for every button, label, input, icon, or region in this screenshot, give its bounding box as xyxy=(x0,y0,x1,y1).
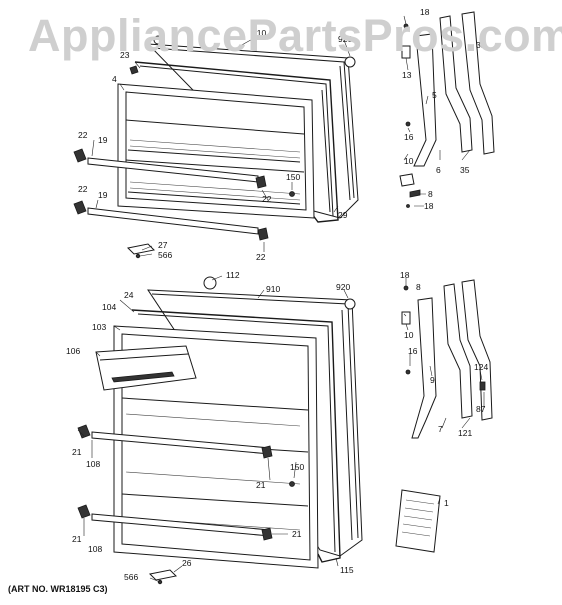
callout-label: 121 xyxy=(458,428,472,438)
callout-label: 13 xyxy=(402,70,412,80)
callout-label: 103 xyxy=(92,322,106,332)
callout-label: 920 xyxy=(336,282,350,292)
callout-label: 7 xyxy=(438,424,443,434)
callout-label: 4 xyxy=(112,74,117,84)
callout-label: 566 xyxy=(158,250,172,260)
callout-label: 150 xyxy=(290,462,304,472)
fresh-food-door-gasket xyxy=(131,309,341,563)
freezer-hinge-parts xyxy=(399,11,495,208)
freezer-shelf-bar-lower xyxy=(87,207,259,235)
fresh-food-hinge-parts xyxy=(395,279,493,553)
callouts-bottom: 112 18 8 24 910 920 104 103 10 106 16 12… xyxy=(66,270,488,582)
callout-label: 18 xyxy=(420,7,430,17)
callout-label: 19 xyxy=(98,135,108,145)
freezer-door-gasket xyxy=(134,61,339,223)
callout-label: 910 xyxy=(266,284,280,294)
callout-label: 1 xyxy=(444,498,449,508)
callout-label: 16 xyxy=(408,346,418,356)
callout-label: 10 xyxy=(404,330,414,340)
callout-label: 566 xyxy=(124,572,138,582)
callout-label: 10 xyxy=(404,156,414,166)
callout-label: 35 xyxy=(460,165,470,175)
callout-label: 35 xyxy=(476,40,486,50)
callout-label: 18 xyxy=(400,270,410,280)
callout-label: 21 xyxy=(72,534,82,544)
callout-label: 16 xyxy=(404,132,414,142)
callout-label: 87 xyxy=(476,404,486,414)
freezer-hinge-bracket xyxy=(413,33,437,167)
fresh-food-door-assembly xyxy=(77,276,363,585)
callout-label: 9 xyxy=(430,375,435,385)
callout-label: 24 xyxy=(124,290,134,300)
callout-label: 124 xyxy=(474,362,488,372)
callout-label: 21 xyxy=(292,529,302,539)
callouts-top: 18 920 910 23 35 4 13 5 22 19 10 6 35 15… xyxy=(78,7,486,262)
callout-label: 108 xyxy=(88,544,102,554)
art-number: (ART NO. WR18195 C3) xyxy=(8,584,108,594)
callout-label: 19 xyxy=(98,190,108,200)
callout-label: 21 xyxy=(72,447,82,457)
callout-label: 104 xyxy=(102,302,116,312)
callout-label: 106 xyxy=(66,346,80,356)
fresh-food-hinge-bracket xyxy=(411,297,437,439)
callout-label: 21 xyxy=(256,480,266,490)
leader-lines xyxy=(77,15,485,583)
callout-label: 23 xyxy=(120,50,130,60)
callout-label: 22 xyxy=(256,252,266,262)
callout-label: 112 xyxy=(226,270,240,280)
callout-label: 18 xyxy=(424,201,434,211)
callout-label: 22 xyxy=(78,130,88,140)
callout-label: 150 xyxy=(286,172,300,182)
callout-label: 6 xyxy=(436,165,441,175)
callout-label: 8 xyxy=(428,189,433,199)
callout-label: 27 xyxy=(158,240,168,250)
callout-label: 115 xyxy=(340,565,354,575)
callout-label: 29 xyxy=(338,210,348,220)
callout-label: 22 xyxy=(262,194,272,204)
callout-label: 108 xyxy=(86,459,100,469)
callout-label: 22 xyxy=(78,184,88,194)
callout-label: 910 xyxy=(252,28,266,38)
callout-label: 26 xyxy=(182,558,192,568)
freezer-door-assembly xyxy=(73,35,359,259)
owners-manual xyxy=(395,489,441,553)
callout-label: 5 xyxy=(432,90,437,100)
callout-label: 920 xyxy=(338,34,352,44)
callout-label: 8 xyxy=(416,282,421,292)
